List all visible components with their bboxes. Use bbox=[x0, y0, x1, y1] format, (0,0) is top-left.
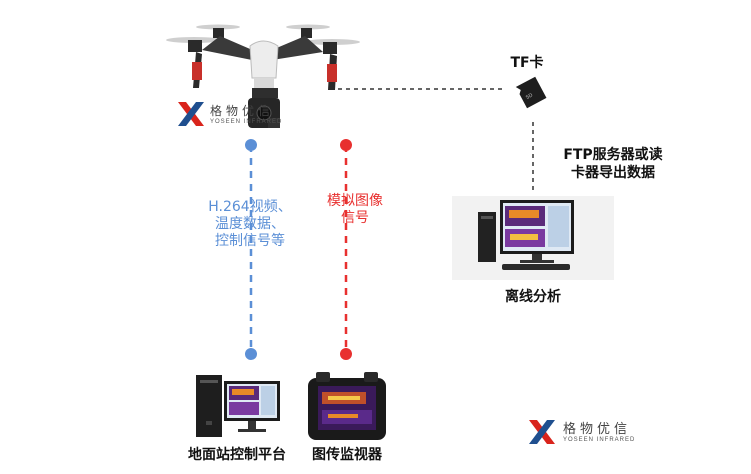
offline-analysis-label: 离线分析 bbox=[505, 289, 561, 305]
ftp-line-2: 卡器导出数据 bbox=[571, 165, 655, 181]
ftp-line-1: FTP服务器或读 bbox=[563, 147, 663, 163]
blue-signal-label: H.264视频、 温度数据、 控制信号等 bbox=[190, 199, 310, 250]
red-dot-bottom bbox=[340, 348, 352, 360]
blue-signal-line-1: H.264视频、 bbox=[208, 199, 292, 215]
logo-bottom-en-text: YOSEEN INFRARED bbox=[563, 437, 636, 443]
red-dot-top bbox=[340, 139, 352, 151]
red-signal-line-2: 信号 bbox=[341, 210, 369, 226]
blue-dot-top bbox=[245, 139, 257, 151]
red-signal-label: 模拟图像 信号 bbox=[310, 193, 400, 227]
ground-station-label: 地面站控制平台 bbox=[188, 447, 286, 463]
monitor-label: 图传监视器 bbox=[312, 447, 382, 463]
ftp-label: FTP服务器或读 卡器导出数据 bbox=[543, 146, 683, 182]
ground-station-pc-icon bbox=[196, 375, 280, 437]
blue-signal-line-2: 温度数据、 bbox=[215, 216, 285, 232]
logo-x-icon-bottom bbox=[529, 420, 555, 444]
tf-card-label: TF卡 bbox=[510, 55, 544, 71]
logo-en-text: YOSEEN INFRARED bbox=[210, 119, 283, 125]
blue-dot-bottom bbox=[245, 348, 257, 360]
logo-drone: 格物优信 YOSEEN INFRARED bbox=[176, 100, 286, 130]
video-monitor-icon bbox=[308, 372, 386, 440]
logo-x-icon bbox=[178, 102, 204, 126]
drone-illustration bbox=[166, 24, 360, 128]
offline-pc-icon bbox=[478, 200, 574, 270]
tf-card-icon: SD bbox=[515, 76, 547, 109]
logo-bottom-cn-text: 格物优信 bbox=[563, 422, 632, 437]
blue-signal-line-3: 控制信号等 bbox=[215, 233, 285, 249]
red-signal-line-1: 模拟图像 bbox=[327, 193, 383, 209]
svg-text:SD: SD bbox=[525, 92, 534, 101]
logo-cn-text: 格物优信 bbox=[210, 104, 275, 118]
logo-bottom: 格物优信 YOSEEN INFRARED bbox=[527, 416, 647, 450]
